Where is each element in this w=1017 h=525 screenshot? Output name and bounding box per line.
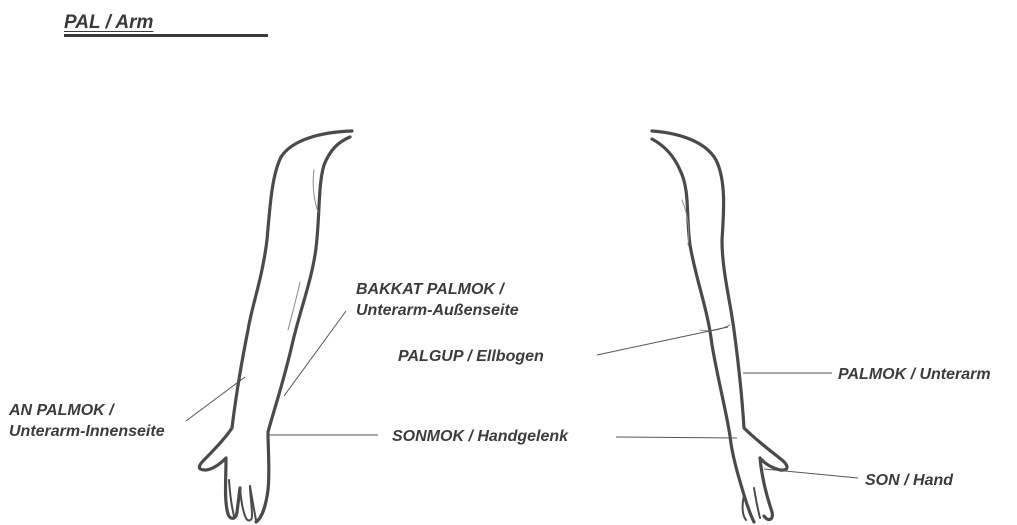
label-son: SON / Hand <box>865 470 953 491</box>
title-underline <box>64 34 268 37</box>
label-palgup: PALGUP / Ellbogen <box>398 346 544 367</box>
label-bakkat-palmok: BAKKAT PALMOK / Unterarm-Außenseite <box>356 279 519 321</box>
label-sonmok: SONMOK / Handgelenk <box>392 426 568 447</box>
leader-palgup <box>597 327 728 355</box>
right-arm-drawing <box>652 131 787 522</box>
page-title: PAL / Arm <box>64 12 153 34</box>
label-bakkat-palmok-line2: Unterarm-Außenseite <box>356 300 519 321</box>
label-palmok: PALMOK / Unterarm <box>838 364 991 385</box>
label-an-palmok-line2: Unterarm-Innenseite <box>9 421 165 442</box>
label-bakkat-palmok-line1: BAKKAT PALMOK / <box>356 279 519 300</box>
label-an-palmok: AN PALMOK / Unterarm-Innenseite <box>9 400 165 442</box>
leader-sonmok-right <box>616 437 737 438</box>
label-an-palmok-line1: AN PALMOK / <box>9 400 165 421</box>
left-arm-drawing <box>199 131 352 522</box>
leader-bakkat-palmok <box>284 311 346 396</box>
leader-son <box>764 469 858 478</box>
